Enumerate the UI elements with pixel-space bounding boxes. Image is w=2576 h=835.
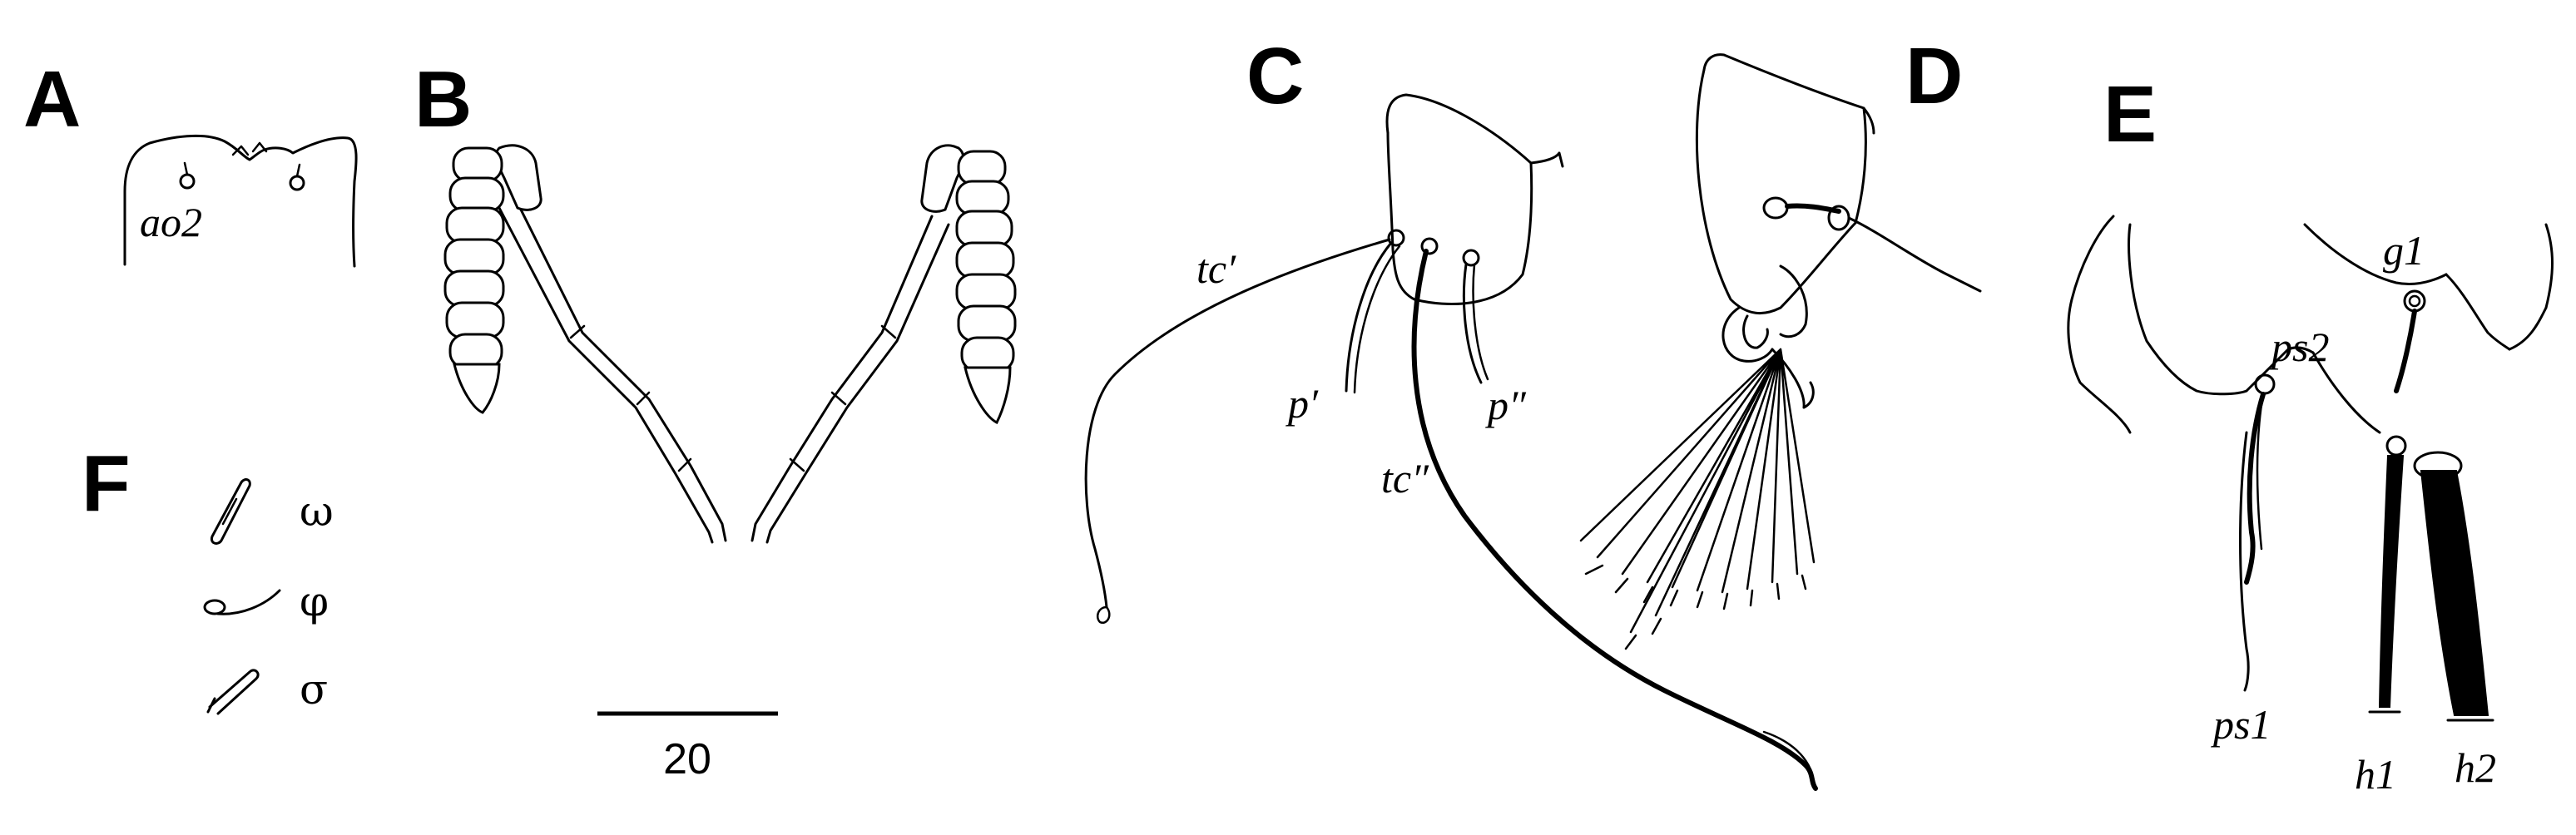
label-h2: h2 — [2455, 744, 2496, 791]
label-g1: g1 — [2383, 227, 2425, 274]
panel-f-letter: F — [82, 439, 131, 528]
seta-d-2 — [1827, 205, 1982, 293]
prodorsum-outline — [123, 135, 358, 268]
panel-a-letter: A — [23, 55, 81, 144]
seta-ao2-left — [179, 161, 196, 190]
panel-d-letter: D — [1905, 32, 1963, 121]
solenidion-omega-icon — [210, 478, 251, 545]
left-segmented-gland — [443, 144, 542, 414]
tarsus-outline — [1385, 93, 1564, 306]
seta-ps2 — [2244, 373, 2276, 585]
seta-p-prime — [1345, 241, 1401, 394]
tarsus-d-outline — [1695, 53, 1875, 315]
seta-tc-double-prime — [1411, 237, 1818, 791]
panel-d: D — [1579, 32, 1982, 650]
solenidion-phi-icon — [203, 589, 281, 615]
panel-e: E — [2067, 70, 2554, 798]
empodial-hairs — [1579, 348, 1816, 650]
seta-p-double-prime — [1462, 249, 1489, 384]
label-p-prime: p′ — [1286, 380, 1319, 427]
panel-a: A ao2 — [23, 55, 358, 268]
solenidion-sigma-icon — [206, 669, 260, 715]
label-p-double-prime: p″ — [1485, 382, 1527, 428]
scale-bar-label: 20 — [663, 735, 711, 783]
panel-b-letter: B — [414, 55, 472, 144]
label-ps2: ps2 — [2269, 324, 2329, 370]
symbol-phi: φ — [300, 577, 329, 625]
symbol-sigma: σ — [300, 665, 328, 714]
label-ps1: ps1 — [2211, 701, 2271, 748]
symbol-omega: ω — [300, 487, 334, 536]
seta-ps1 — [2239, 431, 2250, 692]
label-tc-prime: tc′ — [1196, 245, 1236, 292]
scale-bar: 20 — [597, 711, 778, 783]
label-tc-double-prime: tc″ — [1381, 455, 1429, 501]
seta-tc-prime — [1084, 229, 1405, 625]
seta-d-1 — [1762, 196, 1841, 220]
claw-ambulacrum — [1721, 264, 1815, 409]
panel-e-letter: E — [2103, 70, 2157, 159]
seta-h2 — [2413, 451, 2494, 722]
label-ao2: ao2 — [140, 199, 202, 245]
anogenital-outline — [2067, 215, 2554, 434]
seta-ao2-right — [289, 163, 305, 191]
panel-c: C tc′ p′ tc″ p″ — [1084, 32, 1818, 791]
label-h1: h1 — [2355, 751, 2396, 798]
panel-f: F ω φ σ — [82, 439, 334, 715]
seta-h1 — [2368, 435, 2407, 714]
panel-c-letter: C — [1246, 32, 1304, 121]
left-duct — [498, 198, 727, 544]
seta-g1 — [2394, 289, 2426, 393]
right-duct — [751, 215, 950, 544]
right-segmented-gland — [920, 144, 1017, 425]
panel-b: B — [414, 55, 1017, 783]
